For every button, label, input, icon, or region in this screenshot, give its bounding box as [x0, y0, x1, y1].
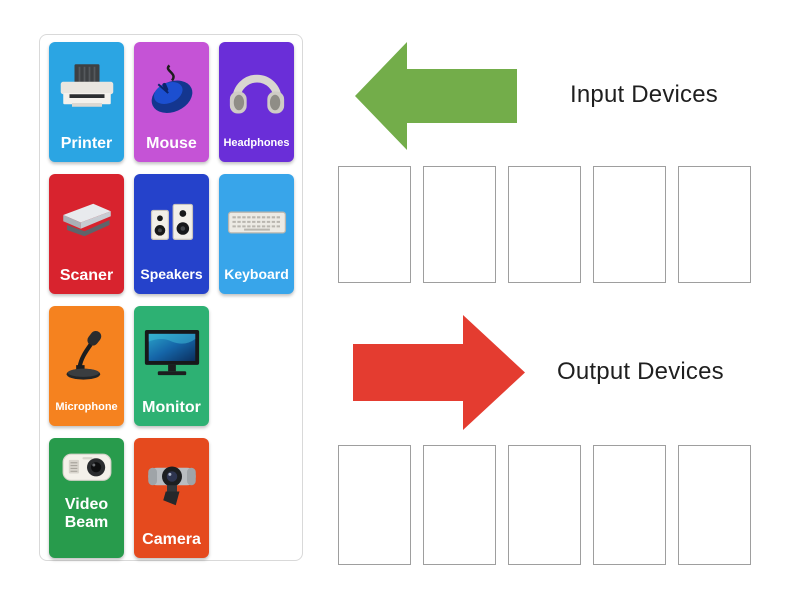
tile-label: Camera: [142, 531, 201, 549]
drop-slot[interactable]: [338, 166, 411, 283]
drop-slot[interactable]: [678, 445, 751, 565]
tile-row: Microphone: [49, 306, 302, 426]
drop-slot[interactable]: [423, 445, 496, 565]
webcam-icon: [134, 438, 209, 531]
input-devices-slots: [338, 166, 751, 283]
input-group-arrow: [355, 42, 517, 155]
tile-panel: Printer Mouse: [39, 34, 303, 561]
tile-label: Microphone: [55, 400, 118, 413]
drop-slot[interactable]: [678, 166, 751, 283]
tile-label: Monitor: [142, 399, 201, 417]
scanner-icon: [49, 174, 124, 267]
tile-label: Scaner: [59, 267, 114, 285]
input-devices-label: Input Devices: [570, 81, 719, 108]
tile-mouse[interactable]: Mouse: [134, 42, 209, 162]
drop-slot[interactable]: [508, 445, 581, 565]
tile-label: Printer: [60, 135, 113, 153]
keyboard-icon: [219, 174, 294, 267]
tile-label: Video Beam: [64, 496, 109, 532]
tile-row: Video Beam Camera: [49, 438, 302, 558]
tile-speakers[interactable]: Speakers: [134, 174, 209, 294]
speakers-icon: [134, 174, 209, 267]
projector-icon: [49, 438, 124, 496]
tile-camera[interactable]: Camera: [134, 438, 209, 558]
tile-microphone[interactable]: Microphone: [49, 306, 124, 426]
tile-scanner[interactable]: Scaner: [49, 174, 124, 294]
tile-row: Printer Mouse: [49, 42, 302, 162]
tile-label: Headphones: [223, 136, 290, 149]
monitor-icon: [134, 306, 209, 399]
tile-label: Speakers: [140, 266, 203, 283]
right-arrow-icon: [353, 315, 525, 430]
output-devices-slots: [338, 445, 751, 565]
headphones-icon: [219, 42, 294, 137]
tile-label: Keyboard: [224, 266, 289, 283]
output-group-arrow: [353, 315, 525, 435]
output-devices-label: Output Devices: [557, 358, 724, 385]
drop-slot[interactable]: [593, 445, 666, 565]
tile-keyboard[interactable]: Keyboard: [219, 174, 294, 294]
drop-slot[interactable]: [593, 166, 666, 283]
tile-monitor[interactable]: Monitor: [134, 306, 209, 426]
tile-video-beam[interactable]: Video Beam: [49, 438, 124, 558]
drop-slot[interactable]: [508, 166, 581, 283]
mouse-icon: [134, 42, 209, 135]
tile-label: Mouse: [146, 135, 197, 153]
microphone-icon: [49, 306, 124, 401]
tile-printer[interactable]: Printer: [49, 42, 124, 162]
tile-row: Scaner Speakers: [49, 174, 302, 294]
tile-headphones[interactable]: Headphones: [219, 42, 294, 162]
printer-icon: [49, 42, 124, 135]
drop-slot[interactable]: [423, 166, 496, 283]
left-arrow-icon: [355, 42, 517, 150]
drop-slot[interactable]: [338, 445, 411, 565]
